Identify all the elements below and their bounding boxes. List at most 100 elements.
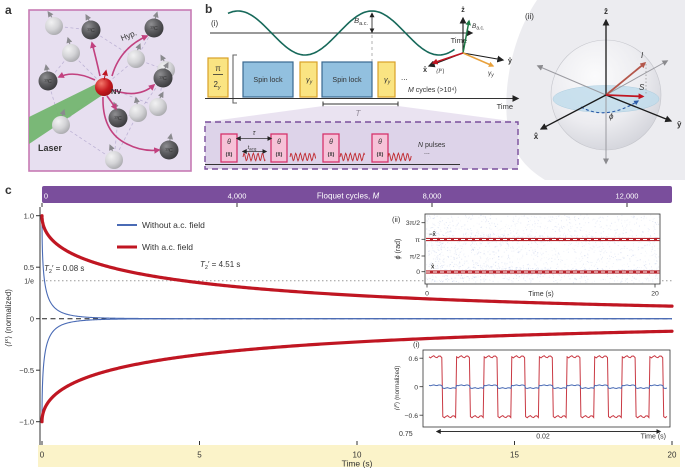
panel-a-label: a: [5, 3, 12, 17]
phi-tick-pi: π: [415, 237, 420, 244]
x-hat-label: x̂: [534, 132, 539, 141]
inset-i-ylabel: ⟨Ix⟩ (normalized): [393, 366, 401, 411]
floquet-tick-8000: 8,000: [423, 192, 442, 201]
s-spin-vector: [605, 93, 645, 100]
nuclear-spin-arrow: [158, 91, 164, 100]
c13-label: ¹³C: [114, 116, 122, 122]
x-tick-0: 0: [40, 451, 45, 460]
zoom-connector: [205, 106, 518, 122]
phi-arc: [580, 100, 640, 114]
nuclear-spin-arrow: [109, 144, 115, 153]
inset-i-oscillation: (i) 0.6 0 −0.6 ⟨Ix⟩ (normalized) 0.75 0.…: [393, 340, 671, 441]
carbon12-sphere: [62, 44, 80, 62]
nuclear-spin-arrow: [160, 54, 166, 63]
n-pulses-label: N pulses: [418, 142, 446, 149]
i-spin-vector: [605, 62, 647, 96]
floquet-tick-0: 0: [44, 192, 48, 201]
nv-center-sphere: [95, 78, 113, 96]
inset-ii-xtick-0: 0: [425, 291, 429, 298]
plus-x-label: x̂: [431, 264, 435, 270]
sequence-ellipsis: ...: [401, 73, 408, 82]
ac-sine-path: [227, 10, 455, 56]
ix-vector: [431, 52, 464, 65]
panel-b: b (i) Time Ba.c. π 2y Spin lock γy Spin …: [204, 0, 685, 180]
x-tick-10: 10: [353, 451, 362, 460]
c13-label: ¹³C: [44, 79, 52, 85]
carbon13-sphere: [38, 71, 58, 91]
lattice-link: [103, 85, 159, 108]
y-axis-label: ⟨Ix⟩ (normalized): [4, 289, 13, 347]
inset-ii-phase: (ii) −x̂ x̂ 3π/2 π π/2 0 ϕ (rad) 0 20 Ti…: [392, 213, 661, 298]
theta-axis-label: (x̂): [226, 152, 233, 158]
fid-signal: [289, 151, 317, 163]
nuclear-spin-arrow: [135, 43, 141, 52]
fid-signal: [242, 151, 266, 163]
carbon13-sphere: [108, 108, 128, 128]
sequence-time-label: Time: [497, 102, 513, 111]
theta-label: θ: [227, 139, 231, 146]
nuclear-spin-arrow: [167, 133, 174, 142]
y-hat-label: ŷ: [677, 120, 682, 129]
without-ac-curve: [41, 318, 672, 422]
carbon13-sphere: [81, 20, 101, 40]
period-bracket: [322, 101, 399, 107]
y-tick-0: 0: [30, 315, 34, 324]
phi-label: ϕ: [609, 112, 614, 121]
x-tick-5: 5: [197, 451, 202, 460]
minus-x-label: −x̂: [429, 232, 437, 238]
y-tick-1e: 1/e: [24, 279, 34, 286]
phi-tick-pi2: π/2: [410, 254, 421, 261]
y-hat-label: ŷ: [508, 58, 512, 65]
carbon12-sphere: [52, 116, 70, 134]
tacq-label: tacq: [248, 145, 257, 151]
panel-c: c 0 4,000 8,000 12,000 Floquet cycles, M…: [4, 183, 680, 468]
spin-lock-label-1: Spin lock: [253, 75, 283, 84]
inset-ii-label: (ii): [392, 215, 401, 224]
theta-axis-label: (x̂): [276, 152, 283, 158]
pi-half-top: π: [215, 64, 221, 73]
phi-tick-0: 0: [416, 269, 420, 276]
floquet-tick-4000: 4,000: [228, 192, 247, 201]
fid-signal: [387, 151, 412, 163]
carbon12-sphere: [45, 17, 63, 35]
x-axis-label: Time (s): [342, 459, 373, 468]
inset-ii-xtick-20: 20: [651, 291, 659, 298]
z-hat-label: ẑ: [604, 7, 608, 16]
bac-vector-label: Ba.c.: [472, 23, 484, 32]
bac-vector: [462, 19, 471, 54]
theta-pulses: θ (x̂) θ (x̂) θ (x̂) θ (x̂): [220, 133, 389, 163]
gamma-pulse-box-2: [377, 61, 396, 98]
floquet-axis-title: Floquet cycles, M: [317, 192, 380, 201]
nuclear-spin-arrow: [163, 62, 169, 70]
inset-i-span: 0.02: [536, 434, 550, 441]
floquet-axis-bar: [42, 186, 672, 203]
nuclear-spin-arrow: [66, 36, 73, 46]
s-vector-label: S: [639, 83, 645, 92]
panel-c-label: c: [5, 183, 12, 197]
tau-label: τ: [253, 130, 256, 137]
with-ac-curve: [40, 329, 674, 424]
with-ac-curve: [40, 214, 674, 308]
carbon12-sphere: [105, 151, 123, 169]
rotating-frame-axes: ẑ x̂ ŷ Ba.c. ⟨Ix⟩ γy: [423, 7, 512, 79]
nv-spin-arrow: [102, 69, 108, 81]
inset-ii-xlabel: Time (s): [528, 291, 553, 298]
ac-field-sine: [227, 10, 455, 56]
floquet-ticks: [41, 203, 628, 207]
legend: Without a.c. field With a.c. field: [117, 220, 205, 252]
panel-b-label: b: [205, 2, 212, 16]
carbon12-sphere: [129, 104, 147, 122]
with-ac-square-wave: [428, 355, 668, 419]
y-tick-m1: −1.0: [19, 418, 34, 427]
cycle-bracket: [232, 54, 237, 104]
inset-ii-ylabel: ϕ (rad): [395, 239, 402, 260]
nuclear-spin-arrow: [43, 64, 50, 73]
gamma-vector-label: γy: [488, 70, 494, 79]
nuclear-spin-arrow: [85, 14, 91, 22]
c13-label: ¹³C: [165, 148, 173, 154]
carbon13-sphere: [159, 140, 179, 160]
bac-amplitude-label: Ba.c.: [354, 16, 368, 27]
laser-label: Laser: [38, 143, 63, 153]
inset-i-frame: [422, 349, 671, 428]
